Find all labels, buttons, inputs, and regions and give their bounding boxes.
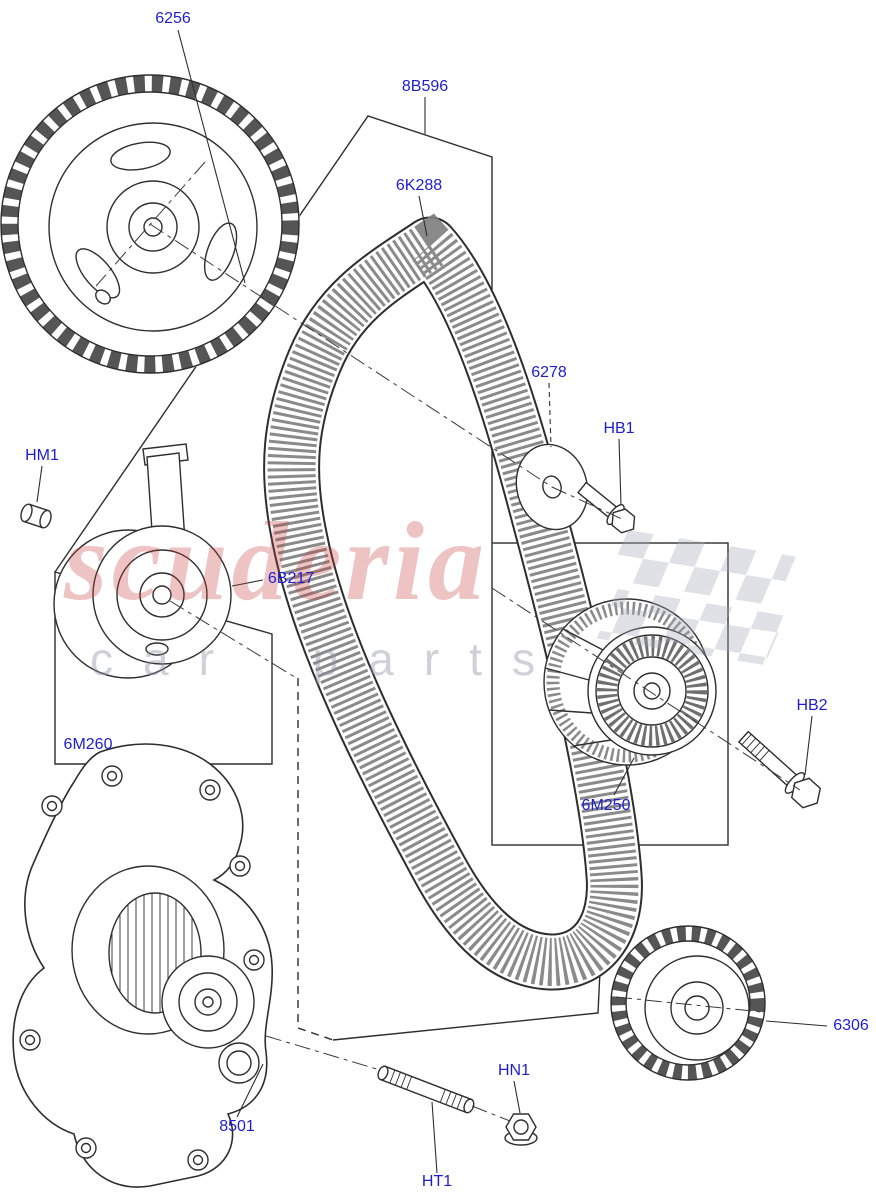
callout-plug-hm1[interactable]: HM1 <box>25 447 59 464</box>
callout-bolt-hb1[interactable]: HB1 <box>603 420 635 437</box>
hm1-plug <box>20 503 52 529</box>
leader-lines <box>36 29 828 1174</box>
callout-bolt-hb2[interactable]: HB2 <box>796 697 828 714</box>
callout-timing-belt[interactable]: 6K288 <box>395 177 443 194</box>
callout-belt-kit-outline[interactable]: 8B596 <box>401 78 449 95</box>
tensioner-pulley <box>53 443 232 679</box>
callout-stud-ht1[interactable]: HT1 <box>421 1173 453 1190</box>
centerlines <box>95 161 801 1122</box>
callout-water-pump[interactable]: 8501 <box>219 1118 255 1135</box>
crankshaft-sprocket <box>610 925 766 1081</box>
callout-nut-hn1[interactable]: HN1 <box>497 1062 531 1079</box>
callout-idler-pulley[interactable]: 6M250 <box>581 797 631 814</box>
watermark-flag <box>596 530 796 666</box>
callout-tensioner[interactable]: 6B217 <box>267 570 315 587</box>
callout-camshaft-sprocket[interactable]: 6256 <box>155 10 191 27</box>
hb1-bolt <box>577 481 636 534</box>
ht1-stud <box>377 1065 475 1114</box>
callout-crankshaft-sprocket[interactable]: 6306 <box>833 1017 869 1034</box>
callout-tensioner-group[interactable]: 6M260 <box>63 736 113 753</box>
water-pump <box>12 743 274 1188</box>
hn1-nut <box>504 1113 538 1146</box>
callout-washer[interactable]: 6278 <box>531 364 567 381</box>
hb2-bolt <box>737 730 822 809</box>
timing-belt <box>263 213 643 991</box>
